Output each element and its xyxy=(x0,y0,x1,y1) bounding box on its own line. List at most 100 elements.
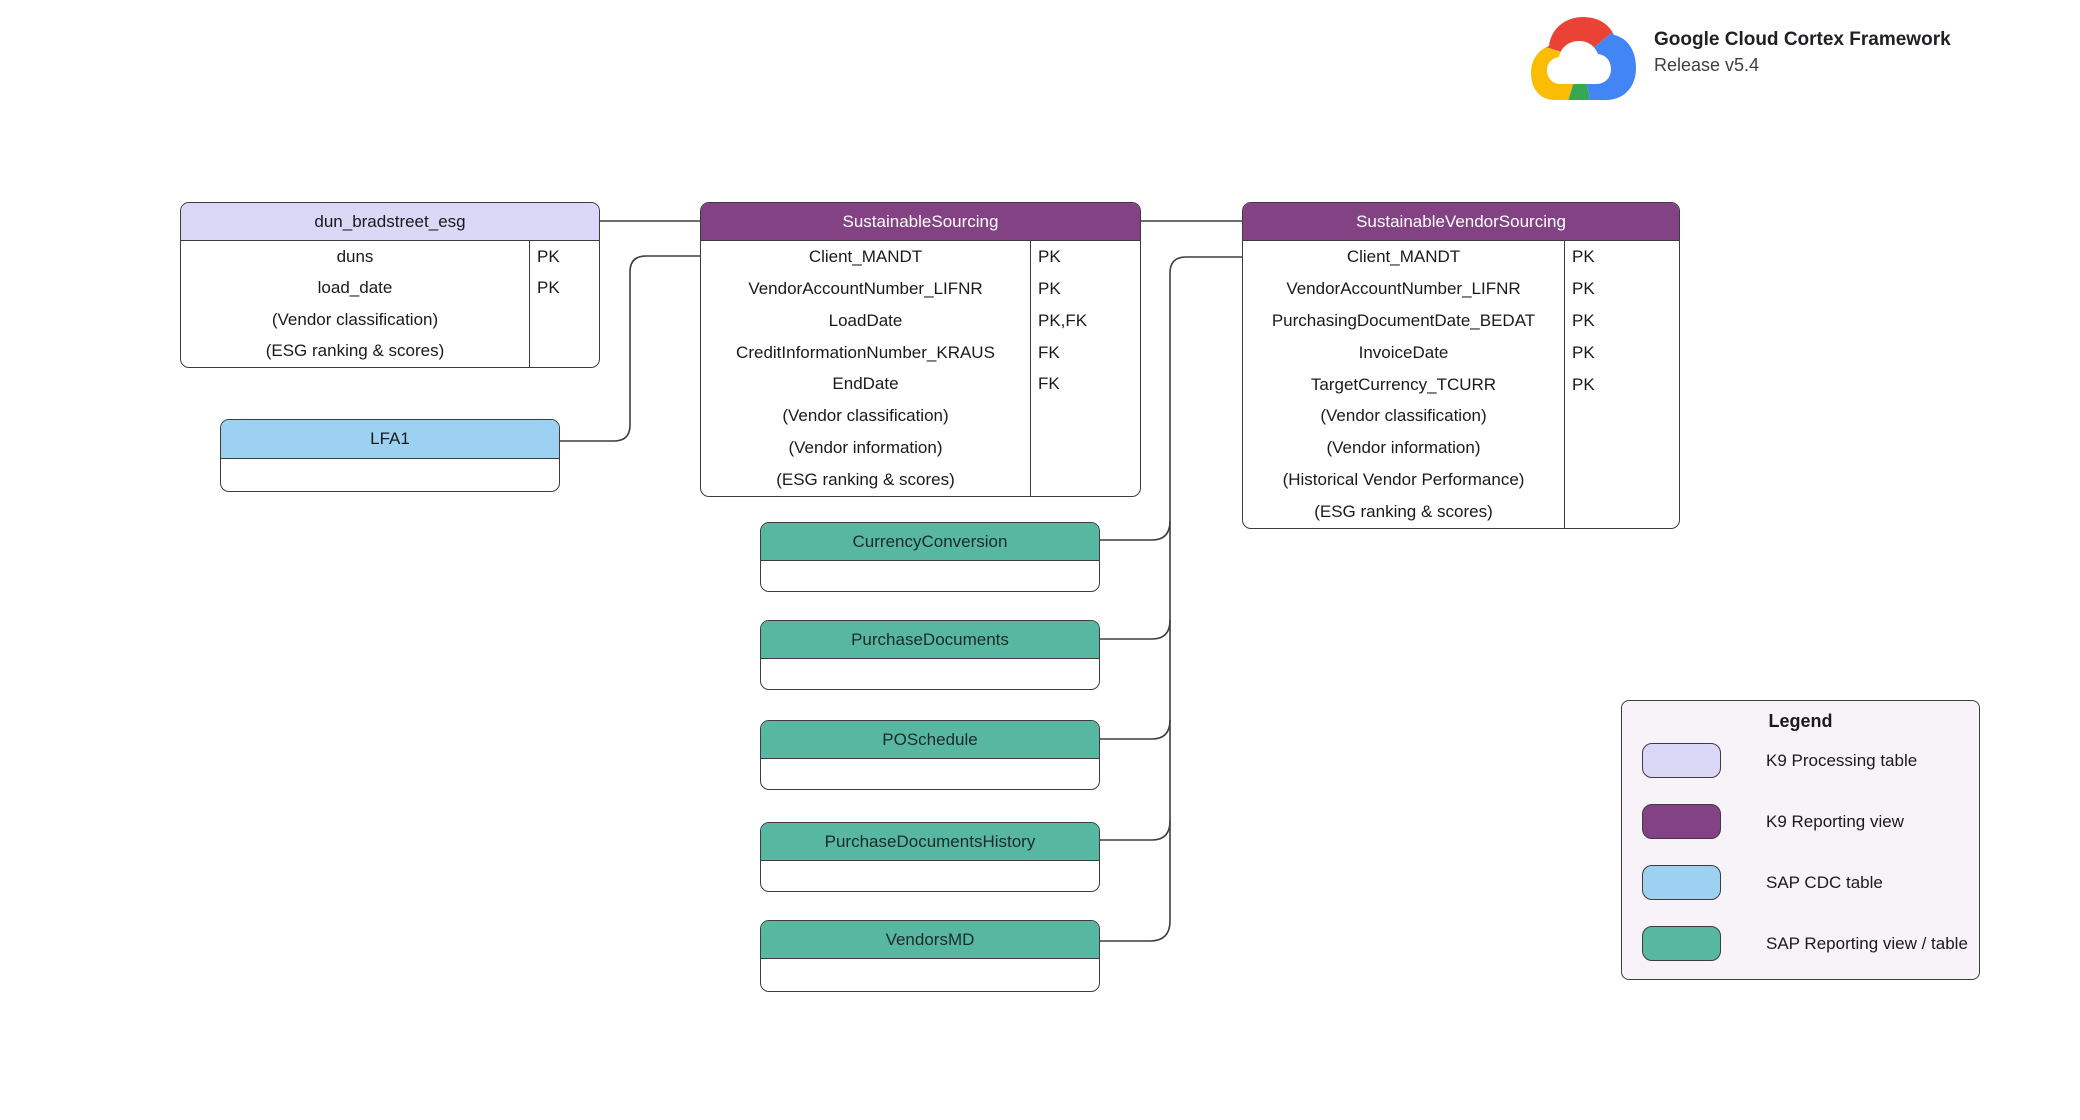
entity-field-row: VendorAccountNumber_LIFNR PK xyxy=(701,272,1140,305)
field-key-flag: PK xyxy=(1030,272,1140,305)
entity-title: PurchaseDocuments xyxy=(761,621,1099,659)
field-key-flag: PK xyxy=(1564,272,1679,305)
field-key-flag xyxy=(529,335,599,367)
entity-field-row: (Vendor classification) xyxy=(1243,400,1679,433)
field-key-flag: PK xyxy=(529,241,599,273)
field-name: (ESG ranking & scores) xyxy=(265,341,445,361)
legend-item-k9-processing: K9 Processing table xyxy=(1642,743,1979,778)
field-key-flag: PK xyxy=(1564,304,1679,337)
entity-field-row: TargetCurrency_TCURR PK xyxy=(1243,368,1679,401)
entity-field-row: LoadDate PK,FK xyxy=(701,304,1140,337)
entity-body xyxy=(761,659,1099,689)
entity-body: Client_MANDT PK VendorAccountNumber_LIFNR P… xyxy=(701,241,1140,496)
field-key-flag: PK xyxy=(1564,241,1679,273)
connector-branch-purchasedocumentshistory xyxy=(1100,820,1171,841)
entity-purchase_documents[interactable]: PurchaseDocuments xyxy=(760,620,1100,690)
entity-body xyxy=(761,561,1099,591)
entity-field-row: VendorAccountNumber_LIFNR PK xyxy=(1243,272,1679,305)
field-name: LoadDate xyxy=(828,310,903,330)
entity-field-row: (Vendor information) xyxy=(1243,432,1679,465)
field-name: (Historical Vendor Performance) xyxy=(1282,470,1525,490)
entity-field-row: (Vendor classification) xyxy=(701,400,1140,433)
k9-reporting-swatch xyxy=(1642,804,1721,839)
entity-field-row: (ESG ranking & scores) xyxy=(1243,496,1679,528)
entity-field-row: (Vendor information) xyxy=(701,432,1140,465)
legend-label: SAP Reporting view / table xyxy=(1766,933,1968,953)
field-key-flag: PK xyxy=(1564,336,1679,369)
entity-title: CurrencyConversion xyxy=(761,523,1099,561)
field-name: (Vendor information) xyxy=(1326,438,1481,458)
connector-branch-currencyconversion xyxy=(1100,520,1171,541)
field-key-flag: PK xyxy=(1030,241,1140,273)
connector-branch-purchasedocuments xyxy=(1100,619,1171,640)
entity-field-row: (ESG ranking & scores) xyxy=(701,464,1140,496)
field-name: PurchasingDocumentDate_BEDAT xyxy=(1271,310,1536,330)
field-key-flag xyxy=(1564,400,1679,433)
entity-currency_conversion[interactable]: CurrencyConversion xyxy=(760,522,1100,592)
field-name: (Vendor classification) xyxy=(271,309,439,329)
field-key-flag xyxy=(529,304,599,336)
field-name: InvoiceDate xyxy=(1358,342,1449,362)
entity-title: PurchaseDocumentsHistory xyxy=(761,823,1099,861)
release-version: Release v5.4 xyxy=(1654,54,1760,75)
entity-field-row: duns PK xyxy=(181,241,599,273)
entity-title: POSchedule xyxy=(761,721,1099,759)
field-key-flag: PK,FK xyxy=(1030,304,1140,337)
field-name: TargetCurrency_TCURR xyxy=(1310,374,1497,394)
entity-purchase_documents_history[interactable]: PurchaseDocumentsHistory xyxy=(760,822,1100,892)
entity-lfa1[interactable]: LFA1 xyxy=(220,419,560,492)
entity-field-row: (ESG ranking & scores) xyxy=(181,335,599,367)
page-title: Google Cloud Cortex Framework xyxy=(1654,29,1951,50)
field-name: (ESG ranking & scores) xyxy=(1314,502,1493,522)
field-key-flag: FK xyxy=(1030,336,1140,369)
field-name: load_date xyxy=(317,278,393,298)
legend-item-sap-reporting: SAP Reporting view / table xyxy=(1642,926,1979,961)
entity-field-row: InvoiceDate PK xyxy=(1243,336,1679,369)
entity-vendors_md[interactable]: VendorsMD xyxy=(760,920,1100,992)
entity-title: SustainableVendorSourcing xyxy=(1243,203,1679,241)
field-key-flag xyxy=(1030,464,1140,496)
entity-title: SustainableSourcing xyxy=(701,203,1140,241)
field-name: CreditInformationNumber_KRAUS xyxy=(736,342,995,362)
entity-title: dun_bradstreet_esg xyxy=(181,203,599,241)
field-name: VendorAccountNumber_LIFNR xyxy=(1286,278,1521,298)
field-key-flag: PK xyxy=(1564,368,1679,401)
entity-field-row: (Vendor classification) xyxy=(181,304,599,336)
field-name: Client_MANDT xyxy=(808,246,923,266)
entity-body xyxy=(221,459,559,491)
brand-header: Google Cloud Cortex Framework Release v5… xyxy=(1528,10,1951,103)
connector-lfa1-to-sustainablesourcing xyxy=(560,255,700,442)
field-name: VendorAccountNumber_LIFNR xyxy=(748,278,983,298)
entity-body xyxy=(761,759,1099,789)
field-key-flag xyxy=(1564,464,1679,497)
sap-cdc-swatch xyxy=(1642,865,1721,900)
entity-field-row: PurchasingDocumentDate_BEDAT PK xyxy=(1243,304,1679,337)
entity-title: LFA1 xyxy=(221,420,559,459)
field-name: EndDate xyxy=(832,374,899,394)
sap-reporting-swatch xyxy=(1642,926,1721,961)
field-name: (ESG ranking & scores) xyxy=(776,470,955,490)
connector-branch-poschedule xyxy=(1100,719,1171,740)
entity-body xyxy=(761,959,1099,991)
connector-trunk-to-sustainablevendorsourcing xyxy=(1100,256,1242,942)
field-name: duns xyxy=(336,246,374,266)
entity-po_schedule[interactable]: POSchedule xyxy=(760,720,1100,790)
field-name: (Vendor information) xyxy=(788,438,943,458)
entity-title: VendorsMD xyxy=(761,921,1099,959)
legend-panel: Legend K9 Processing table K9 Reporting … xyxy=(1621,700,1980,980)
field-key-flag xyxy=(1564,432,1679,465)
field-name: (Vendor classification) xyxy=(782,406,949,426)
field-name: (Vendor classification) xyxy=(1320,406,1487,426)
legend-label: K9 Reporting view xyxy=(1766,811,1904,831)
entity-body xyxy=(761,861,1099,891)
google-cloud-logo-icon xyxy=(1531,17,1636,100)
